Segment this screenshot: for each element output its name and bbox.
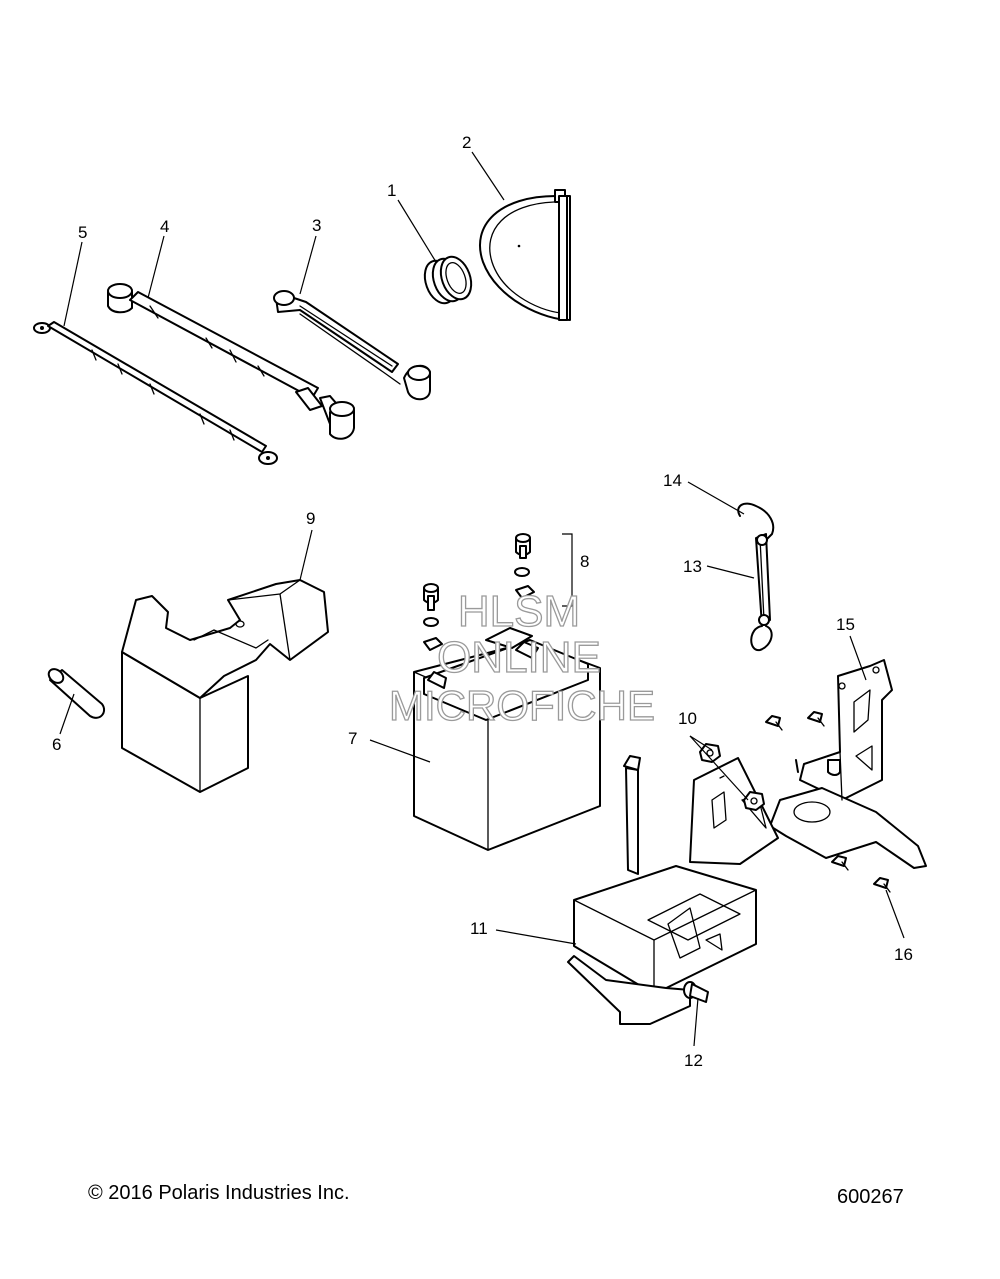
callout-9: 9	[306, 509, 315, 528]
watermark: HLSM ONLINE MICROFICHE	[388, 586, 655, 729]
part-10-nuts	[699, 743, 765, 811]
part-5-ground-cable	[33, 321, 278, 465]
callout-2: 2	[462, 133, 471, 152]
part-6-sleeve	[47, 668, 106, 719]
diagram-number: 600267	[837, 1186, 904, 1208]
part-13-14-strap	[737, 502, 775, 652]
callout-7: 7	[348, 729, 357, 748]
callout-8: 8	[580, 552, 589, 571]
part-8-terminal-hardware	[423, 533, 535, 651]
part-11-battery-tray	[567, 755, 779, 1025]
callout-11: 11	[470, 919, 488, 938]
callout-14: 14	[663, 471, 682, 490]
part-15-bracket	[769, 659, 927, 869]
callout-16: 16	[894, 945, 913, 964]
copyright-notice: © 2016 Polaris Industries Inc.	[88, 1182, 350, 1204]
callout-6: 6	[52, 735, 61, 754]
watermark-line-2: ONLINE	[437, 633, 601, 682]
part-1-strap-roll	[423, 255, 473, 305]
callout-10: 10	[678, 709, 697, 728]
callout-3: 3	[312, 216, 321, 235]
callout-5: 5	[78, 223, 87, 242]
callout-15: 15	[836, 615, 855, 634]
watermark-line-1: HLSM	[458, 587, 580, 636]
part-3-short-cable	[273, 290, 431, 401]
part-2-cap	[479, 189, 571, 321]
callout-12: 12	[684, 1051, 703, 1070]
callout-4: 4	[160, 217, 169, 236]
part-9-battery-cover	[121, 579, 329, 793]
part-4-long-cable	[107, 283, 355, 440]
callout-1: 1	[387, 181, 396, 200]
part-12-bolt	[683, 981, 709, 1003]
leader-lines	[59, 151, 905, 1047]
part-7-battery	[413, 627, 601, 851]
watermark-line-3: MICROFICHE	[389, 682, 655, 729]
callouts: 1 2 3 4 5 6 7 8 9 10 11 12 13 14 15 16	[52, 133, 913, 1070]
callout-13: 13	[683, 557, 702, 576]
part-16-screws	[765, 711, 891, 893]
